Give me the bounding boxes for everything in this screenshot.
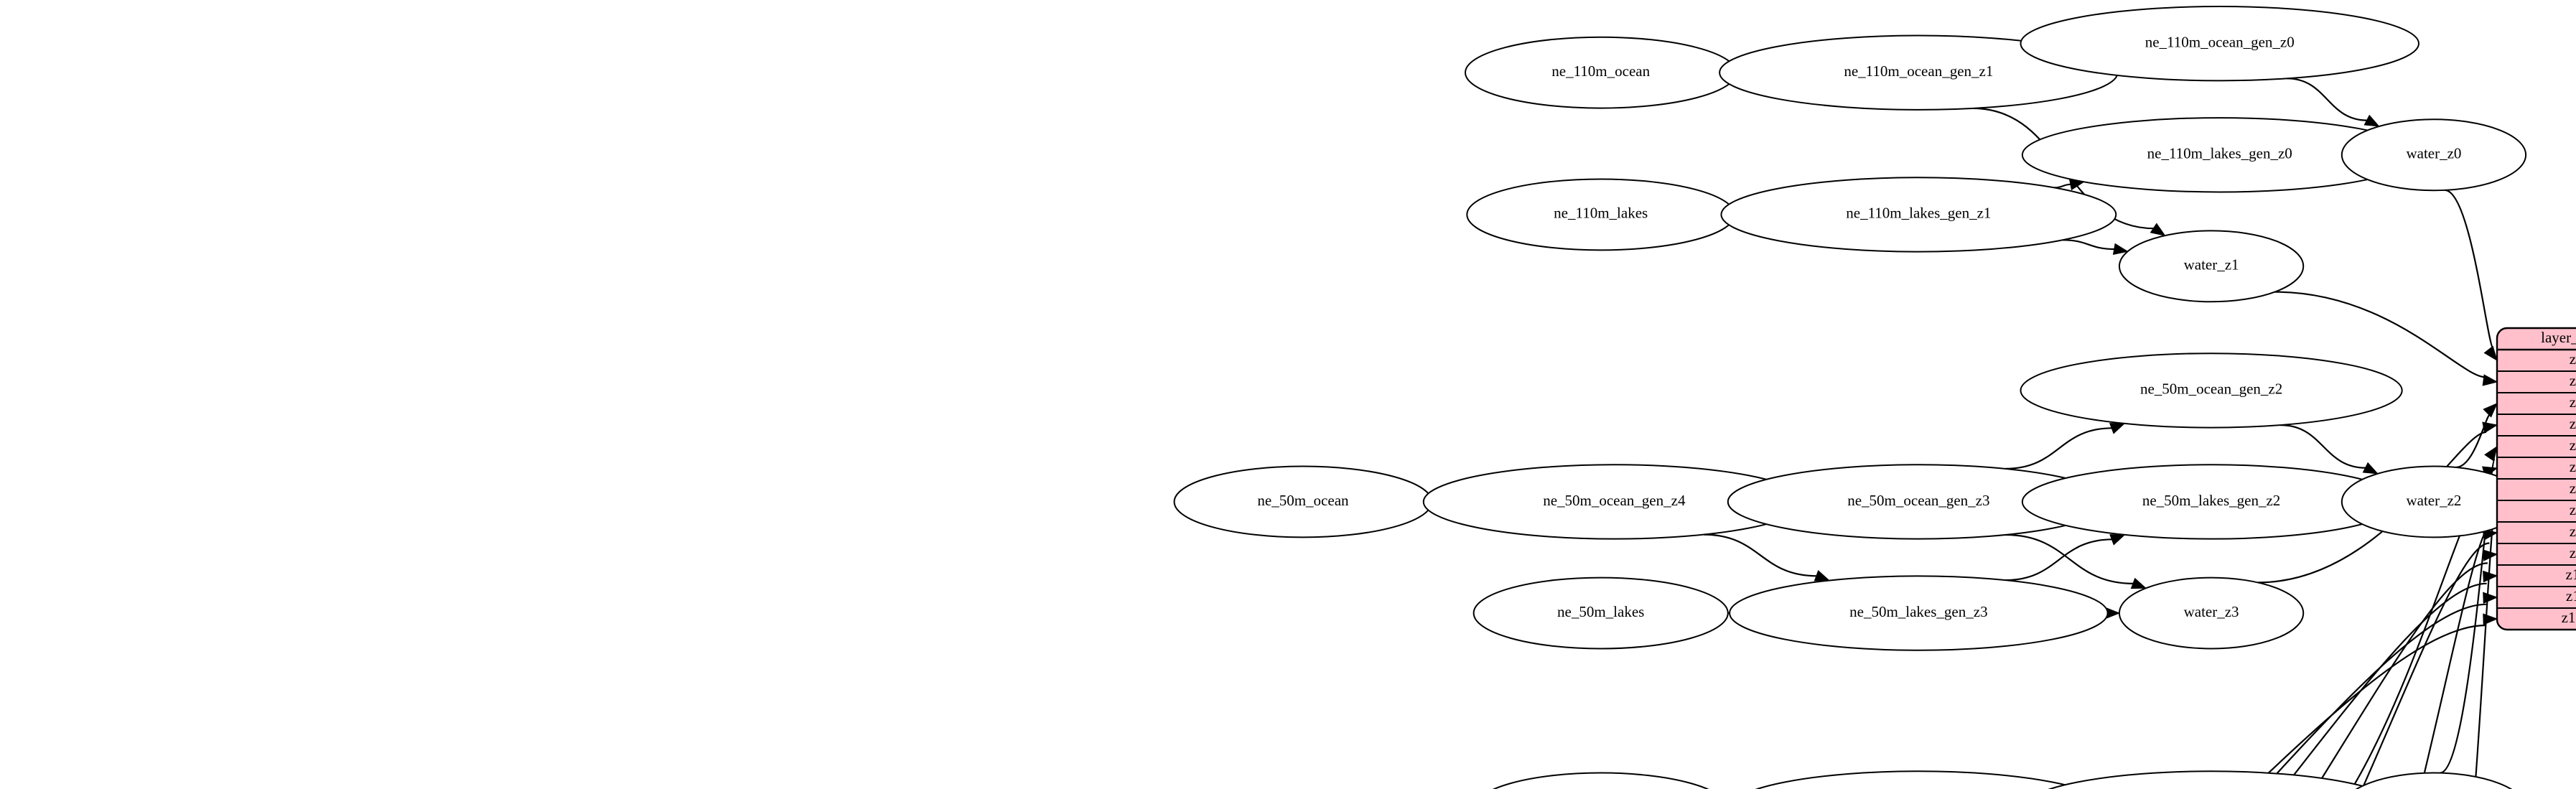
graph-node-ne_110m_ocean_gen_z0[interactable]: ne_110m_ocean_gen_z0 xyxy=(2020,5,2419,82)
layer-water-header: layer_water xyxy=(2541,329,2576,346)
graph-node-ne_50m_ocean[interactable]: ne_50m_ocean xyxy=(1173,465,1433,538)
node-label: water_z0 xyxy=(2406,145,2461,162)
graph-node-water_z2[interactable]: water_z2 xyxy=(2341,465,2527,538)
node-ellipse xyxy=(2048,770,2375,789)
node-label: water_z3 xyxy=(2184,603,2239,620)
layer-water-row-z10: z10 xyxy=(2566,566,2576,583)
node-label: ne_50m_lakes_gen_z2 xyxy=(2142,492,2280,509)
node-label: ne_50m_ocean xyxy=(1257,492,1349,509)
node-ellipse xyxy=(1755,770,2083,789)
node-label: ne_50m_ocean_gen_z3 xyxy=(1847,492,1989,509)
graph-node-water_z4[interactable]: water_z4 xyxy=(2342,772,2526,789)
node-label: water_z1 xyxy=(2184,256,2239,274)
node-ellipse xyxy=(2118,230,2305,303)
graph-node-ne_10m_lakes_gen_z5[interactable]: ne_10m_lakes_gen_z5 xyxy=(1730,770,2108,789)
layer-water-row-z0: z0 xyxy=(2570,350,2576,368)
node-label: water_z2 xyxy=(2406,492,2461,509)
layer-water-row-z1: z1 xyxy=(2570,372,2576,389)
graph-node-ne_110m_ocean[interactable]: ne_110m_ocean xyxy=(1464,36,1737,109)
node-ellipse xyxy=(2118,576,2305,650)
node-ellipse xyxy=(2020,5,2419,82)
graph-node-ne_50m_lakes[interactable]: ne_50m_lakes xyxy=(1473,576,1729,650)
node-label: ne_50m_ocean_gen_z2 xyxy=(2140,381,2282,398)
node-label: ne_110m_ocean xyxy=(1551,62,1650,80)
layer-water-row-z6: z6 xyxy=(2570,480,2576,497)
graph-node-ne_50m_ocean_gen_z4[interactable]: ne_50m_ocean_gen_z4 xyxy=(1422,464,1806,540)
graph-node-ne_10m_lakes[interactable]: ne_10m_lakes xyxy=(1474,772,1728,789)
node-label: ne_50m_ocean_gen_z4 xyxy=(1543,492,1686,509)
graph-node-water_z1[interactable]: water_z1 xyxy=(2118,230,2305,303)
node-ellipse xyxy=(1492,772,1709,789)
layer-water-row-z7: z7 xyxy=(2570,501,2576,518)
layer-water-row-z9: z9 xyxy=(2570,544,2576,561)
graph-node-ne_110m_ocean_gen_z1[interactable]: ne_110m_ocean_gen_z1 xyxy=(1719,34,2119,111)
graph-node-water_z0[interactable]: water_z0 xyxy=(2341,118,2527,192)
graph-node-ne_10m_lakes_gen_z4[interactable]: ne_10m_lakes_gen_z4 xyxy=(2022,770,2401,789)
graph-node-ne_110m_lakes[interactable]: ne_110m_lakes xyxy=(1466,178,1736,251)
node-ellipse xyxy=(2020,353,2403,429)
node-label: ne_50m_lakes_gen_z3 xyxy=(1849,603,1987,620)
layer-water-row-z8: z8 xyxy=(2570,523,2576,540)
layer-water-row-z4: z4 xyxy=(2570,436,2576,454)
node-ellipse xyxy=(1473,576,1729,650)
graph-node-ne_50m_lakes_gen_z2[interactable]: ne_50m_lakes_gen_z2 xyxy=(2021,464,2402,540)
graph-node-ne_110m_lakes_gen_z0[interactable]: ne_110m_lakes_gen_z0 xyxy=(2021,117,2418,193)
layer-water-row-z11: z11 xyxy=(2566,587,2576,604)
node-label: ne_110m_ocean_gen_z0 xyxy=(2145,33,2295,50)
node-label: ne_110m_lakes_gen_z1 xyxy=(1846,205,1991,222)
node-label: ne_110m_lakes xyxy=(1554,205,1648,222)
graph-node-ne_50m_ocean_gen_z3[interactable]: ne_50m_ocean_gen_z3 xyxy=(1727,464,2110,540)
layer-water-row-z5: z5 xyxy=(2570,458,2576,475)
node-ellipse xyxy=(2341,118,2527,192)
graph-node-ne_110m_lakes_gen_z1[interactable]: ne_110m_lakes_gen_z1 xyxy=(1720,177,2117,253)
graph-node-ne_50m_ocean_gen_z2[interactable]: ne_50m_ocean_gen_z2 xyxy=(2020,353,2403,429)
layer-water-row-z3: z3 xyxy=(2570,415,2576,432)
graph-node-water_z3[interactable]: water_z3 xyxy=(2118,576,2305,650)
graph-node-ne_50m_lakes_gen_z3[interactable]: ne_50m_lakes_gen_z3 xyxy=(1729,575,2109,651)
node-label: ne_110m_ocean_gen_z1 xyxy=(1844,62,1993,80)
node-layer: imposm3osm_water_polygonosm_ocean_polygo… xyxy=(1173,5,2527,789)
layer-water-row-z12+: z12+ xyxy=(2562,609,2576,626)
node-ellipse xyxy=(1729,575,2109,651)
node-ellipse xyxy=(2355,772,2513,789)
node-ellipse xyxy=(1720,177,2117,253)
node-label: ne_50m_lakes xyxy=(1557,603,1644,620)
layer-water-table: layer_water z0 z1 z2 z3 z4 z5 z6 z7 z8 z9 z10 z11 z12… xyxy=(2496,327,2576,631)
layer-water-row-z2: z2 xyxy=(2570,393,2576,411)
node-label: ne_110m_lakes_gen_z0 xyxy=(2147,145,2292,162)
